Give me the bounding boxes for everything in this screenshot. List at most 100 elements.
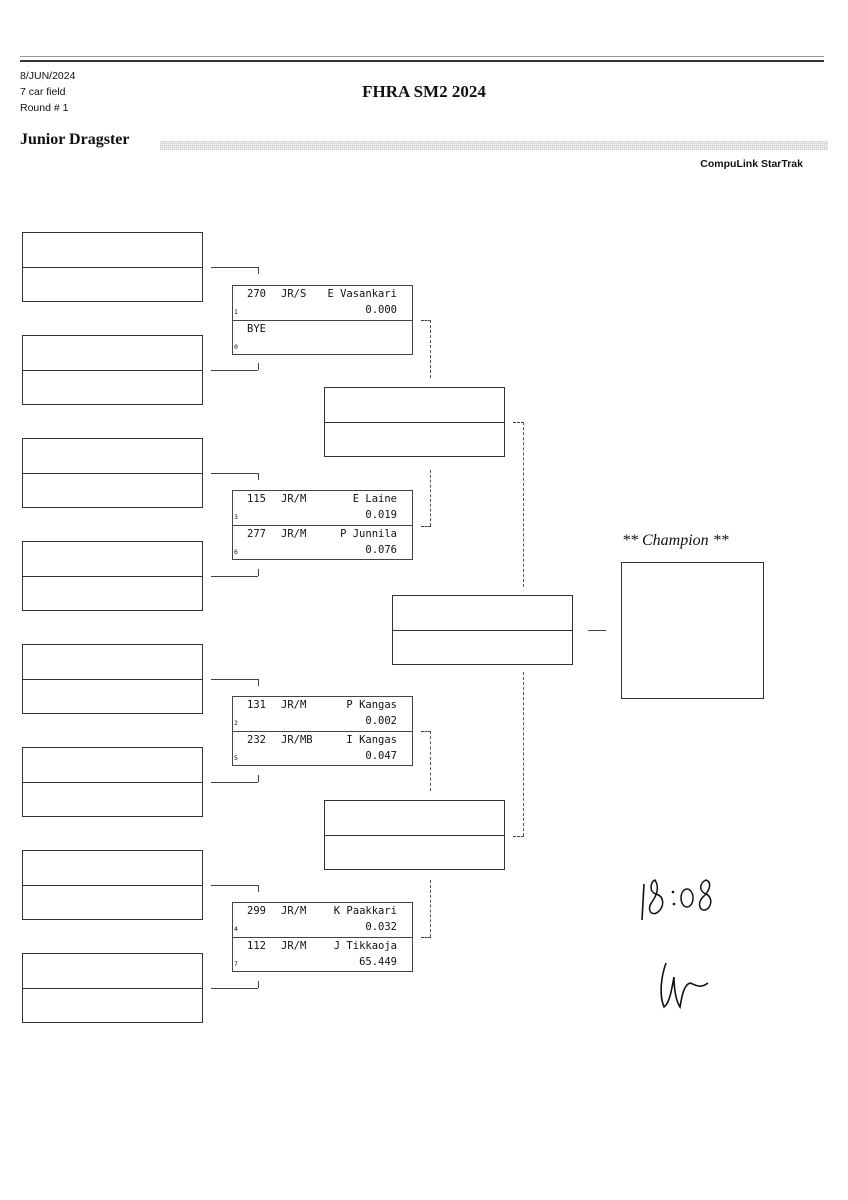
reaction-time: 0.019 — [365, 509, 397, 521]
reaction-time: 65.449 — [359, 956, 397, 968]
connector — [258, 885, 259, 892]
connector — [211, 782, 258, 783]
empty-slot — [22, 747, 203, 817]
champion-label: ** Champion ** — [622, 532, 729, 549]
connector — [258, 981, 259, 988]
top-rule-thick — [20, 60, 824, 62]
seed: 4 — [234, 925, 238, 933]
driver-name: K Paakkari — [333, 905, 397, 917]
empty-slot — [22, 335, 203, 405]
lane-2: 277 JR/M P Junnila 0.076 6 — [233, 525, 412, 560]
car-number: 131 — [247, 699, 266, 711]
seed: 6 — [234, 548, 238, 556]
final-slot — [392, 595, 573, 665]
semifinal-slot — [324, 387, 505, 457]
connector — [211, 473, 258, 474]
car-class: JR/M — [281, 940, 307, 952]
connector — [523, 422, 524, 587]
empty-slot — [22, 541, 203, 611]
lane-1: 270 JR/S E Vasankari 0.000 1 — [233, 286, 412, 320]
driver-name: J Tikkaoja — [333, 940, 397, 952]
connector — [211, 679, 258, 680]
connector — [430, 320, 431, 378]
driver-name: P Kangas — [346, 699, 397, 711]
lane-1: 115 JR/M E Laine 0.019 3 — [233, 491, 412, 525]
page-title: FHRA SM2 2024 — [362, 82, 486, 101]
seed: 1 — [234, 308, 238, 316]
reaction-time: 0.047 — [365, 750, 397, 762]
reaction-time: 0.000 — [365, 304, 397, 316]
class-divider — [160, 141, 828, 150]
connector — [421, 526, 431, 527]
empty-slot — [22, 850, 203, 920]
seed: 2 — [234, 719, 238, 727]
connector — [258, 775, 259, 782]
class-name: Junior Dragster — [20, 131, 130, 148]
pairing-4: 299 JR/M K Paakkari 0.032 4 112 JR/M J T… — [232, 902, 413, 972]
connector — [430, 880, 431, 937]
connector — [258, 679, 259, 686]
car-number: BYE — [247, 323, 266, 335]
car-number: 115 — [247, 493, 266, 505]
car-class: JR/M — [281, 905, 307, 917]
connector — [588, 630, 606, 631]
car-number: 277 — [247, 528, 266, 540]
lane-2: BYE 0 — [233, 320, 412, 355]
handwritten-time — [641, 879, 712, 921]
seed: 7 — [234, 960, 238, 968]
driver-name: E Vasankari — [327, 288, 397, 300]
meta-field: 7 car field — [20, 86, 66, 98]
connector — [430, 470, 431, 526]
lane-2: 232 JR/MB I Kangas 0.047 5 — [233, 731, 412, 766]
pairing-2: 115 JR/M E Laine 0.019 3 277 JR/M P Junn… — [232, 490, 413, 560]
driver-name: E Laine — [352, 493, 397, 505]
connector — [211, 576, 258, 577]
car-number: 232 — [247, 734, 266, 746]
handwritten-initials — [660, 962, 709, 1010]
meta-date: 8/JUN/2024 — [20, 70, 76, 82]
champion-slot — [621, 562, 764, 699]
empty-slot — [22, 644, 203, 714]
car-class: JR/M — [281, 493, 307, 505]
connector — [421, 320, 431, 321]
pairing-3: 131 JR/M P Kangas 0.002 2 232 JR/MB I Ka… — [232, 696, 413, 766]
lane-2: 112 JR/M J Tikkaoja 65.449 7 — [233, 937, 412, 972]
empty-slot — [22, 953, 203, 1023]
connector — [513, 422, 524, 423]
connector — [258, 267, 259, 274]
car-number: 299 — [247, 905, 266, 917]
car-class: JR/M — [281, 528, 307, 540]
top-rule — [20, 56, 824, 57]
car-number: 270 — [247, 288, 266, 300]
brand-label: CompuLink StarTrak — [700, 158, 803, 170]
seed: 3 — [234, 513, 238, 521]
connector — [421, 731, 431, 732]
connector — [523, 672, 524, 836]
empty-slot — [22, 232, 203, 302]
car-number: 112 — [247, 940, 266, 952]
meta-round: Round # 1 — [20, 102, 69, 114]
connector — [258, 473, 259, 480]
connector — [211, 885, 258, 886]
empty-slot — [22, 438, 203, 508]
reaction-time: 0.032 — [365, 921, 397, 933]
connector — [211, 267, 258, 268]
car-class: JR/MB — [281, 734, 313, 746]
connector — [211, 988, 258, 989]
connector — [258, 363, 259, 370]
car-class: JR/M — [281, 699, 307, 711]
connector — [513, 836, 524, 837]
driver-name: P Junnila — [340, 528, 397, 540]
connector — [430, 731, 431, 791]
semifinal-slot — [324, 800, 505, 870]
connector — [258, 569, 259, 576]
seed: 5 — [234, 754, 238, 762]
reaction-time: 0.076 — [365, 544, 397, 556]
pairing-1: 270 JR/S E Vasankari 0.000 1 BYE 0 — [232, 285, 413, 355]
driver-name: I Kangas — [346, 734, 397, 746]
lane-1: 299 JR/M K Paakkari 0.032 4 — [233, 903, 412, 937]
seed: 0 — [234, 343, 238, 351]
car-class: JR/S — [281, 288, 307, 300]
lane-1: 131 JR/M P Kangas 0.002 2 — [233, 697, 412, 731]
connector — [421, 937, 431, 938]
